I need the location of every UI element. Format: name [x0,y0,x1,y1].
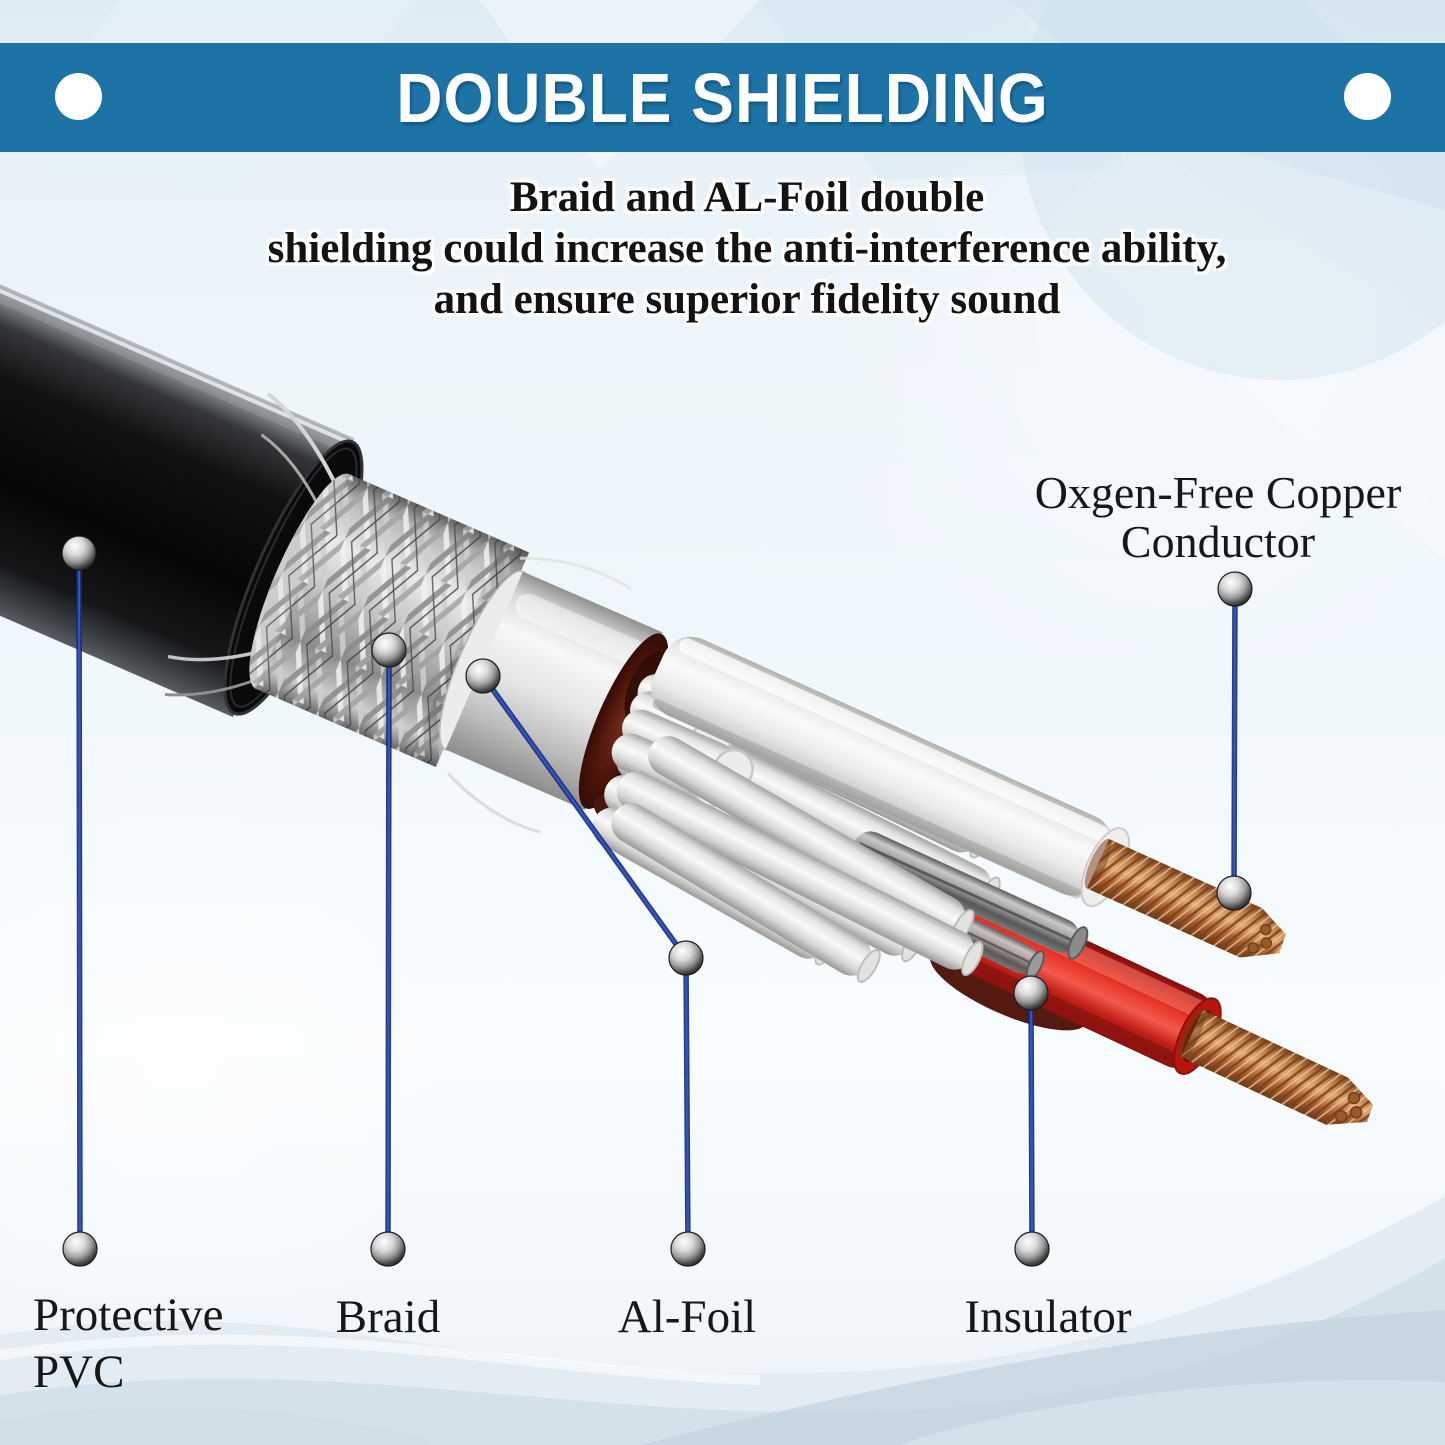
description-text: Braid and AL-Foil double shielding could… [24,172,1445,325]
pointer-dot [370,1231,406,1267]
pointer-dot [1013,975,1049,1011]
banner-dot-right [1344,73,1391,120]
pointer-dot [62,1231,98,1267]
label-copper-conductor: Oxgen-Free Copper Conductor [968,468,1445,566]
banner: DOUBLE SHIELDING [0,43,1445,152]
pointer-dot [465,658,501,694]
pointer-dot [371,632,407,668]
pointer-dot [1216,875,1252,911]
label-copper-line1: Oxgen-Free Copper [1034,467,1402,518]
label-braid: Braid [335,1291,441,1343]
white-copper-strands [1084,838,1286,958]
cable-jacket [0,238,355,717]
white-insulated-wire [651,636,1286,958]
pointer-dot [61,535,97,571]
background-waves [0,1196,1445,1445]
red-copper-strands [1178,1009,1373,1125]
filler-wires-front [611,736,984,983]
label-insulator: Insulator [964,1291,1132,1343]
page-title: DOUBLE SHIELDING [396,58,1049,137]
label-copper-line2: Conductor [1120,516,1316,567]
label-protective-pvc: Protective PVC [33,1287,353,1401]
pointer-dot [1217,571,1253,607]
cable-cutaway [0,238,1373,1125]
pointer-dot [670,1231,706,1267]
pointer-dot [668,940,704,976]
pointer-dots [61,535,1253,1267]
description-line: Braid and AL-Foil double [509,174,985,221]
pointer-dot [1014,1231,1050,1267]
banner-dot-left [55,73,102,120]
label-pvc-line2: PVC [33,1346,125,1398]
description-line: shielding could increase the anti-interf… [267,225,1227,272]
label-pvc-line1: Protective [33,1289,224,1341]
description-line: and ensure superior fidelity sound [433,276,1061,323]
label-al-foil: Al-Foil [617,1291,757,1343]
